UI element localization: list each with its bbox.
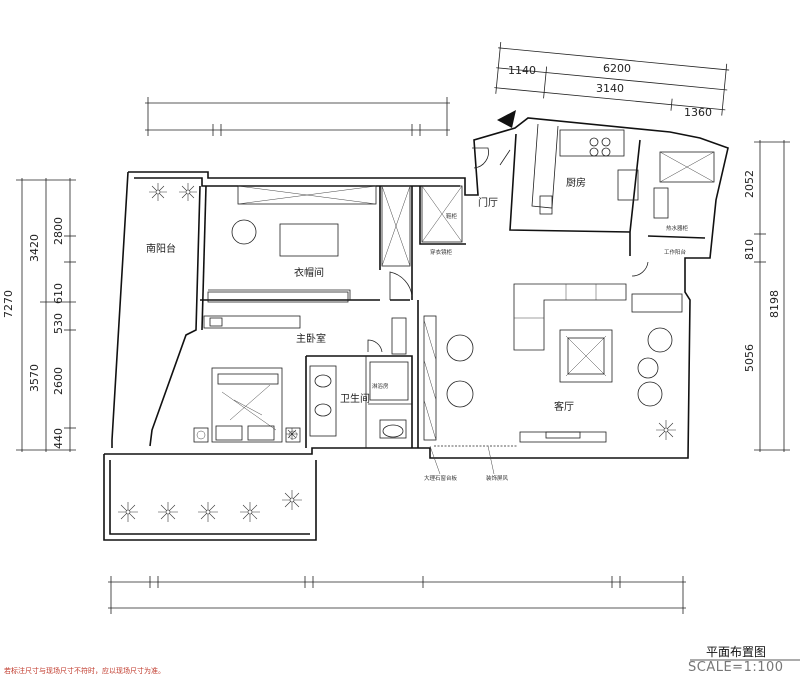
bathroom-fixtures xyxy=(309,317,409,439)
marble-shelf xyxy=(423,315,437,441)
living-room-furniture xyxy=(434,283,683,447)
label-kitchen: 厨房 xyxy=(566,176,586,189)
dim-7270: 7270 xyxy=(2,290,15,318)
note-screen: 装饰屏风 xyxy=(486,474,509,482)
label-bathroom: 卫生间 xyxy=(340,392,370,405)
label-walk-in-closet: 衣帽间 xyxy=(294,266,324,279)
dim-3570: 3570 xyxy=(28,364,41,392)
armchair-icon xyxy=(637,381,663,407)
dim-2052: 2052 xyxy=(743,170,756,198)
dim-1140: 1140 xyxy=(508,64,536,77)
label-south-balcony: 南阳台 xyxy=(146,242,176,255)
field-measurement-note: 若标注尺寸与现场尺寸不符时，应以现场尺寸为准。 xyxy=(4,667,165,675)
dim-5056: 5056 xyxy=(743,344,756,372)
bedroom-furniture xyxy=(193,367,301,443)
nightstand xyxy=(285,427,301,443)
island-cabinet xyxy=(279,223,339,257)
foyer-furniture xyxy=(421,185,474,441)
dim-2600: 2600 xyxy=(52,367,65,395)
sink-icon xyxy=(314,374,332,388)
dim-610: 610 xyxy=(52,283,65,304)
dim-1360: 1360 xyxy=(684,106,712,119)
plant-icon xyxy=(637,357,659,379)
label-living-room: 客厅 xyxy=(554,400,574,413)
pillow xyxy=(215,425,243,441)
shoe-cabinet xyxy=(421,185,463,243)
label-foyer: 门厅 xyxy=(478,196,498,209)
kitchen-sink xyxy=(617,169,639,201)
dim-3420: 3420 xyxy=(28,234,41,262)
double-bed xyxy=(211,367,283,443)
shower-tray xyxy=(369,361,409,401)
tv-cabinet xyxy=(519,431,607,443)
dim-440: 440 xyxy=(52,428,65,449)
plant-symbols xyxy=(118,183,676,522)
note-water-heater: 热水器柜 xyxy=(666,224,689,232)
bar-stool-icon xyxy=(446,380,474,408)
pillow xyxy=(247,425,275,441)
dim-3140: 3140 xyxy=(596,82,624,95)
dim-810: 810 xyxy=(743,239,756,260)
doors xyxy=(367,147,649,353)
dimension-bottom xyxy=(108,576,686,614)
dimension-right: 2052 810 5056 8198 xyxy=(743,140,790,452)
sofa xyxy=(513,283,627,351)
note-marble-counter: 大理石窗台板 xyxy=(424,474,458,482)
nightstand xyxy=(193,427,209,443)
outer-walls xyxy=(103,117,729,541)
plan-title: 平面布置图 xyxy=(706,645,767,659)
scale-label: SCALE=1:100 xyxy=(688,660,784,675)
label-shower: 淋浴房 xyxy=(372,382,389,390)
armchair-icon xyxy=(231,219,257,245)
closet-furniture xyxy=(203,185,411,329)
toilet-icon xyxy=(379,419,407,439)
dresser xyxy=(203,315,301,329)
dimension-top: 6200 1140 3140 1360 xyxy=(145,41,730,136)
interior-walls xyxy=(200,133,706,448)
sink-icon xyxy=(314,403,332,417)
vanity-counter xyxy=(309,365,337,437)
dim-6200: 6200 xyxy=(603,62,631,75)
dim-530: 530 xyxy=(52,313,65,334)
label-work-balcony: 工作阳台 xyxy=(664,248,687,256)
note-mirror-cabinet: 穿衣镜柜 xyxy=(430,248,453,256)
north-arrow-icon xyxy=(497,110,516,128)
bar-stool-icon xyxy=(446,334,474,362)
dim-8198: 8198 xyxy=(768,290,781,318)
note-shoe-cabinet: 鞋柜 xyxy=(446,212,458,220)
dim-2800: 2800 xyxy=(52,217,65,245)
washing-machine xyxy=(653,187,669,219)
dimension-left: 7270 3420 2800 610 530 3570 2600 440 xyxy=(2,178,76,452)
title-block xyxy=(690,642,800,678)
armchair-icon xyxy=(647,327,673,353)
label-master-bedroom: 主卧室 xyxy=(296,332,326,345)
coffee-table xyxy=(559,329,613,383)
kitchen-furniture xyxy=(531,123,715,219)
